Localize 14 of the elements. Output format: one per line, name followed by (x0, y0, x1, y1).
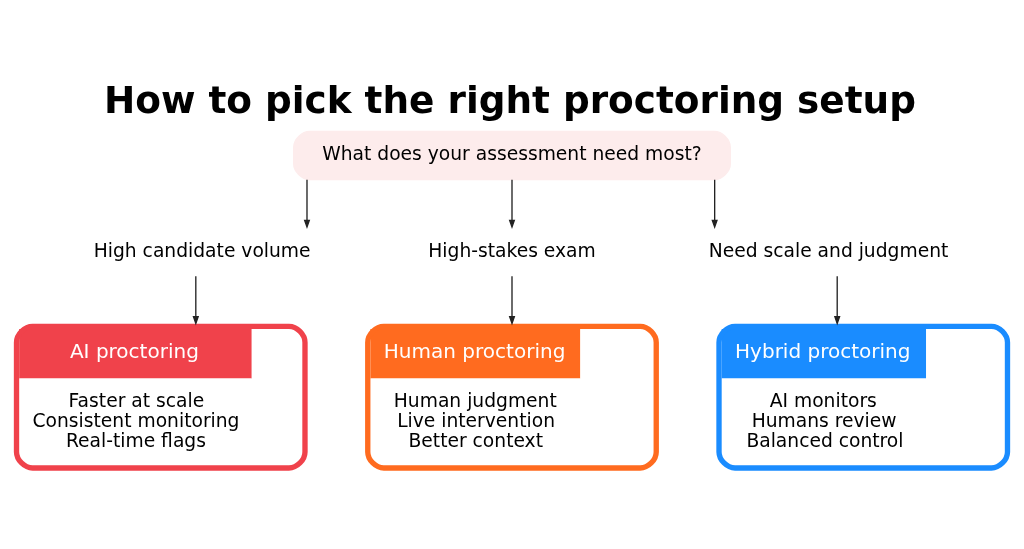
arrow (508, 275, 516, 325)
arrow (711, 178, 718, 229)
node-box: Hybrid proctoring AI monitors Humans review Balanced control (716, 323, 1011, 471)
node-box: What does your assessment need most? (292, 130, 732, 180)
arrow (508, 178, 516, 229)
node-box: AI proctoring Faster at scale Consistent monitoring Real-time flags (13, 323, 308, 471)
node-text: Need scale and judgment (708, 239, 949, 261)
diagram-title: How to pick the right proctoring setup (103, 77, 916, 122)
arrow (192, 275, 200, 325)
node-box: Human proctoring Human judgment Live intervention Better context (365, 323, 659, 471)
arrow (303, 178, 311, 229)
node-text: High-stakes exam (428, 239, 596, 261)
node-text: High candidate volume (93, 239, 311, 261)
arrow (833, 275, 841, 325)
